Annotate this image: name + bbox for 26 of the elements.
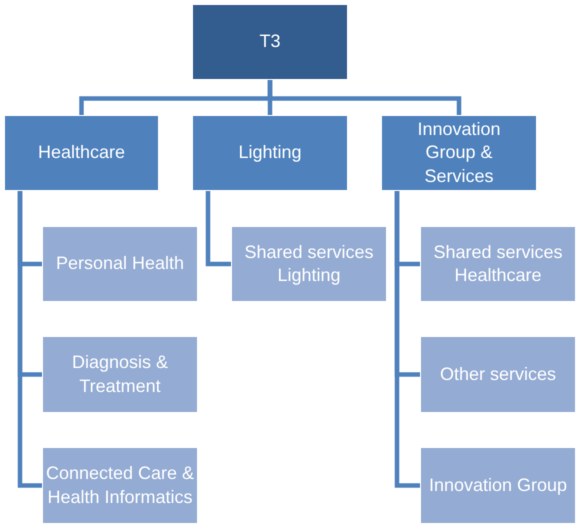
division-box bbox=[192, 115, 348, 191]
unit-name: Lighting bbox=[237, 141, 303, 164]
connector-line bbox=[18, 191, 42, 488]
division-box bbox=[192, 4, 348, 80]
unit-name: T3 bbox=[258, 30, 282, 54]
connector-line bbox=[394, 191, 420, 488]
unit-name: Other services bbox=[438, 362, 558, 386]
unit-box bbox=[42, 447, 198, 524]
unit-box bbox=[42, 336, 198, 413]
unit-name: Diagnosis & Treatment bbox=[70, 351, 170, 398]
unit-box bbox=[420, 226, 576, 302]
unit-name: Shared services Lighting bbox=[243, 240, 375, 287]
unit-name: Personal Health bbox=[54, 252, 186, 276]
unit-box bbox=[420, 336, 576, 413]
unit-box bbox=[42, 226, 198, 302]
division-box bbox=[4, 115, 159, 191]
unit-name: Connected Care & Health Informatics bbox=[44, 462, 196, 508]
connector-line bbox=[206, 191, 231, 266]
unit-name: Healthcare bbox=[36, 141, 126, 164]
unit-name: Innovation Group & Services bbox=[416, 118, 502, 188]
unit-box bbox=[420, 447, 576, 524]
connector-line bbox=[268, 80, 462, 115]
unit-box bbox=[231, 226, 387, 302]
division-box bbox=[381, 115, 537, 191]
unit-name: Shared services Healthcare bbox=[432, 240, 564, 287]
unit-name: Innovation Group bbox=[428, 474, 568, 497]
